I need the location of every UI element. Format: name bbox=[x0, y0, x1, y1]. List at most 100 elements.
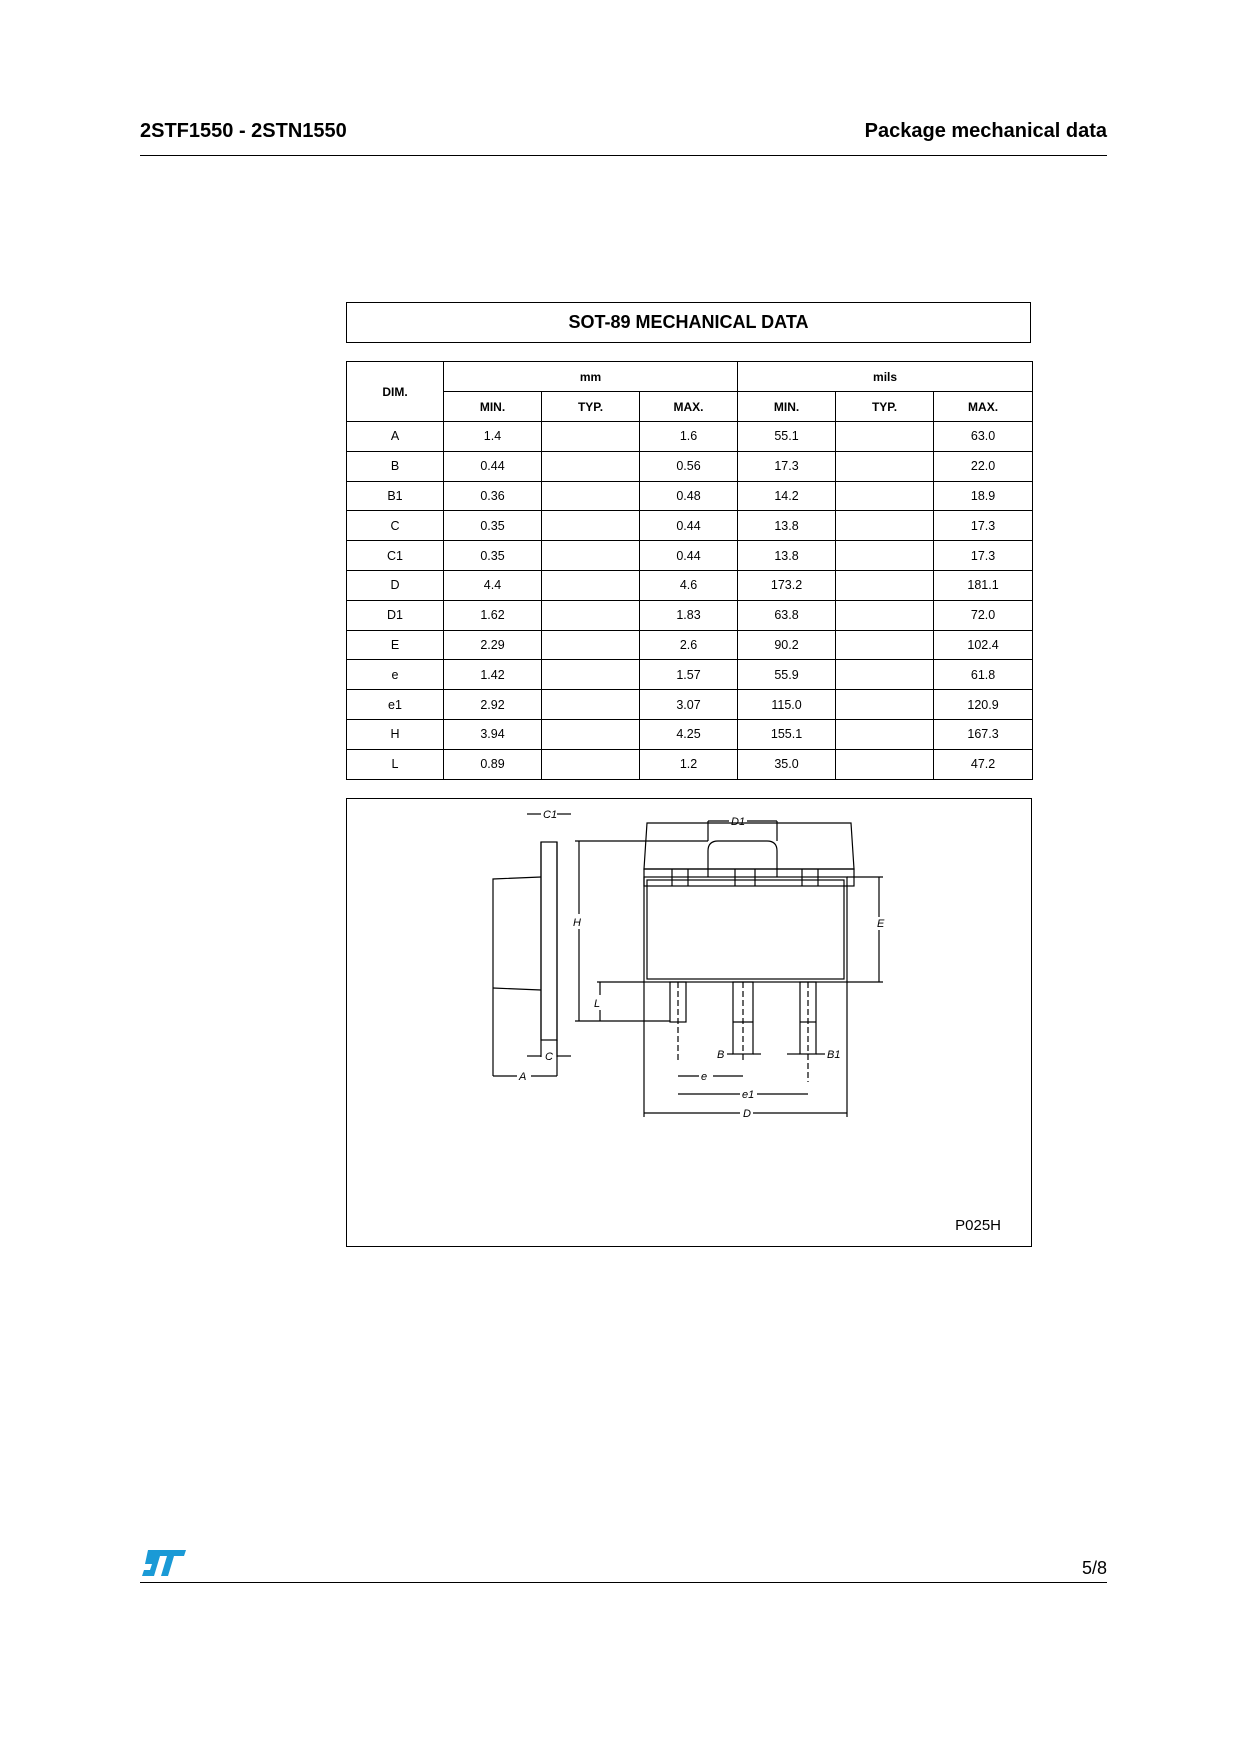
cell-mils-typ bbox=[835, 629, 935, 661]
dim-label-e-body: E bbox=[877, 918, 885, 930]
mm-typ-header: TYP. bbox=[541, 391, 640, 422]
cell-mils-min: 13.8 bbox=[737, 510, 837, 542]
dim-label-b1: B1 bbox=[827, 1049, 840, 1061]
cell-mm-max: 4.25 bbox=[638, 718, 739, 750]
cell-dim: C bbox=[346, 510, 444, 542]
cell-dim: H bbox=[346, 718, 444, 750]
cell-mils-max: 17.3 bbox=[933, 540, 1034, 571]
cell-mils-min: 55.1 bbox=[737, 421, 837, 452]
cell-mm-typ bbox=[541, 599, 640, 631]
cell-mils-max: 120.9 bbox=[933, 689, 1034, 720]
dim-label-d: D bbox=[743, 1108, 751, 1120]
cell-mils-typ bbox=[835, 659, 935, 691]
dim-label-e1: e1 bbox=[742, 1089, 754, 1101]
cell-mils-typ bbox=[835, 450, 935, 482]
cell-mils-min: 155.1 bbox=[737, 718, 837, 750]
cell-mm-min: 4.4 bbox=[443, 569, 542, 601]
cell-dim: D1 bbox=[346, 599, 444, 631]
cell-mm-max: 1.2 bbox=[638, 748, 739, 780]
cell-mils-max: 167.3 bbox=[933, 718, 1034, 750]
cell-mm-max: 3.07 bbox=[638, 689, 739, 720]
mils-max-header: MAX. bbox=[933, 391, 1034, 422]
st-logo-icon bbox=[142, 1550, 186, 1576]
cell-mm-min: 2.29 bbox=[443, 629, 542, 661]
cell-mils-typ bbox=[835, 569, 935, 601]
cell-mils-min: 63.8 bbox=[737, 599, 837, 631]
cell-mm-min: 1.62 bbox=[443, 599, 542, 631]
cell-mils-min: 17.3 bbox=[737, 450, 837, 482]
mm-min-header: MIN. bbox=[443, 391, 542, 422]
cell-mils-max: 47.2 bbox=[933, 748, 1034, 780]
cell-mils-typ bbox=[835, 540, 935, 571]
dim-label-l: L bbox=[594, 998, 600, 1010]
cell-mm-typ bbox=[541, 510, 640, 542]
cell-mm-typ bbox=[541, 748, 640, 780]
cell-mils-min: 90.2 bbox=[737, 629, 837, 661]
dim-label-c: C bbox=[545, 1051, 553, 1063]
cell-mils-min: 35.0 bbox=[737, 748, 837, 780]
cell-mm-min: 0.89 bbox=[443, 748, 542, 780]
dim-label-c1: C1 bbox=[543, 809, 557, 821]
mm-group-header: mm bbox=[442, 361, 739, 392]
cell-mils-max: 61.8 bbox=[933, 659, 1034, 691]
dim-label-h: H bbox=[573, 917, 581, 929]
cell-mm-max: 0.44 bbox=[638, 510, 739, 542]
cell-mils-max: 72.0 bbox=[933, 599, 1034, 631]
cell-dim: B1 bbox=[346, 480, 444, 512]
cell-mm-min: 0.35 bbox=[443, 540, 542, 571]
cell-mm-max: 0.44 bbox=[638, 540, 739, 571]
cell-dim: e1 bbox=[346, 689, 444, 720]
drawing-code: P025H bbox=[955, 1217, 1001, 1234]
cell-mils-typ bbox=[835, 599, 935, 631]
page-number: 5/8 bbox=[1081, 1558, 1107, 1578]
cell-mm-typ bbox=[541, 450, 640, 482]
cell-mm-typ bbox=[541, 421, 640, 452]
cell-mils-max: 22.0 bbox=[933, 450, 1034, 482]
cell-mm-max: 1.6 bbox=[638, 421, 739, 452]
cell-mils-typ bbox=[835, 510, 935, 542]
cell-dim: E bbox=[346, 629, 444, 661]
cell-mm-min: 1.42 bbox=[443, 659, 542, 691]
cell-dim: B bbox=[346, 450, 444, 482]
cell-mm-min: 2.92 bbox=[443, 689, 542, 720]
cell-mils-min: 173.2 bbox=[737, 569, 837, 601]
cell-mm-typ bbox=[541, 689, 640, 720]
cell-dim: D bbox=[346, 569, 444, 601]
cell-dim: C1 bbox=[346, 540, 444, 571]
cell-mm-min: 1.4 bbox=[443, 421, 542, 452]
package-drawing: C1 C A D1 H E L bbox=[346, 798, 1032, 1247]
mils-group-header: mils bbox=[737, 361, 1034, 392]
cell-mm-min: 3.94 bbox=[443, 718, 542, 750]
cell-mils-max: 18.9 bbox=[933, 480, 1034, 512]
cell-mils-min: 14.2 bbox=[737, 480, 837, 512]
dim-label-a: A bbox=[518, 1071, 526, 1083]
section-title: Package mechanical data bbox=[864, 120, 1107, 142]
cell-mils-min: 55.9 bbox=[737, 659, 837, 691]
cell-mm-min: 0.36 bbox=[443, 480, 542, 512]
cell-mm-max: 2.6 bbox=[638, 629, 739, 661]
cell-mm-max: 1.57 bbox=[638, 659, 739, 691]
mm-max-header: MAX. bbox=[638, 391, 739, 422]
cell-mm-typ bbox=[541, 718, 640, 750]
footer-divider bbox=[140, 1582, 1107, 1583]
dim-label-d1: D1 bbox=[731, 816, 745, 828]
cell-mils-max: 181.1 bbox=[933, 569, 1034, 601]
mils-min-header: MIN. bbox=[737, 391, 837, 422]
dim-label-e-pitch: e bbox=[701, 1071, 707, 1083]
document-part-numbers: 2STF1550 - 2STN1550 bbox=[140, 120, 347, 142]
cell-mm-typ bbox=[541, 629, 640, 661]
header-divider bbox=[140, 155, 1107, 156]
dim-label-b: B bbox=[717, 1049, 724, 1061]
cell-dim: A bbox=[346, 421, 444, 452]
cell-mils-typ bbox=[835, 421, 935, 452]
cell-dim: L bbox=[346, 748, 444, 780]
cell-mm-max: 4.6 bbox=[638, 569, 739, 601]
